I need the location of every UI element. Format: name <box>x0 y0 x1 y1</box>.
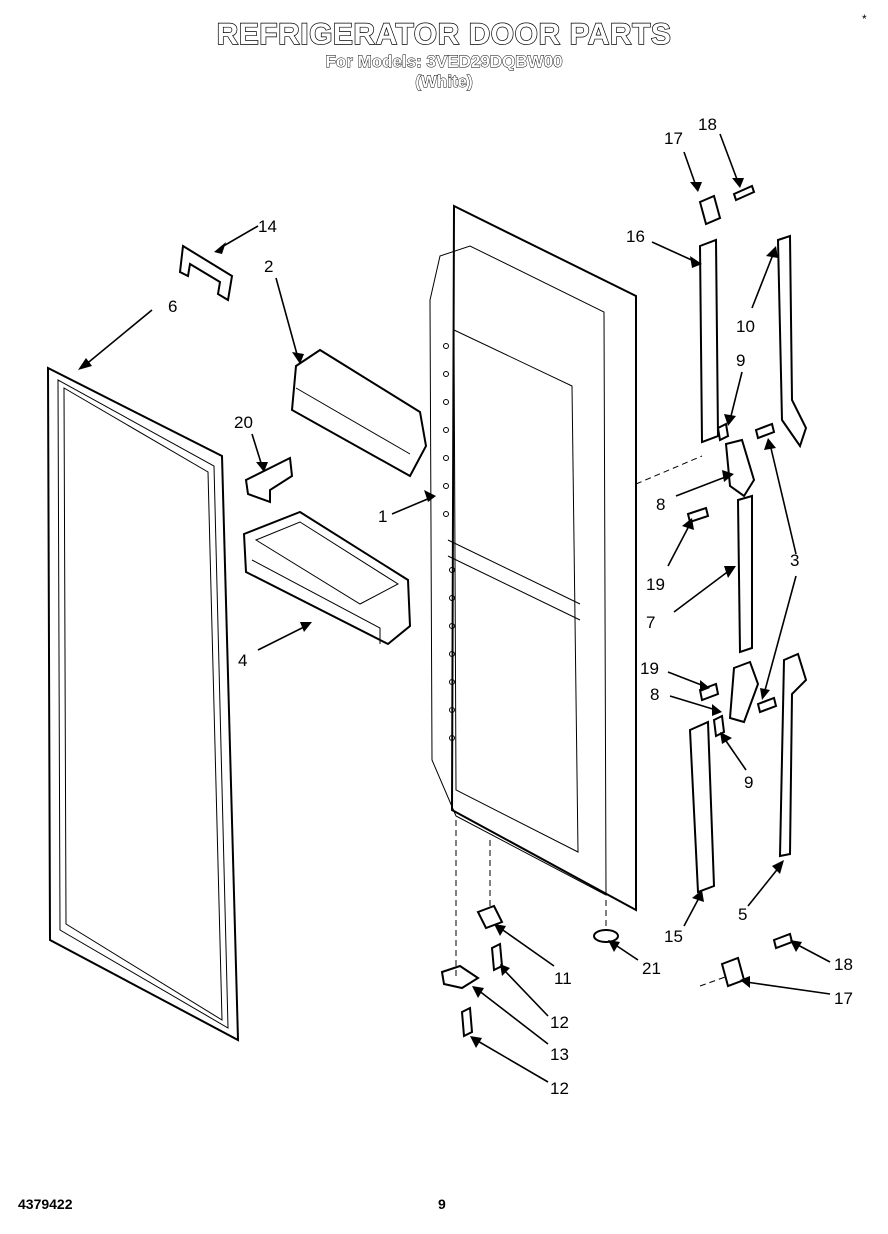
callout-11: 11 <box>554 969 572 988</box>
callout-12b: 12 <box>550 1079 569 1098</box>
part-4-door-bin <box>242 510 412 646</box>
callout-8a: 8 <box>656 495 665 514</box>
part-21-door-stop <box>593 929 619 943</box>
part-9-lower-pin <box>712 714 726 738</box>
callout-9a: 9 <box>736 351 745 370</box>
part-6-door-gasket <box>46 366 240 1042</box>
leader-lines <box>78 133 831 1083</box>
page-title: REFRIGERATOR DOOR PARTS <box>216 17 672 51</box>
callout-2: 2 <box>264 257 273 276</box>
callout-16: 16 <box>626 227 645 246</box>
callout-4: 4 <box>238 651 247 670</box>
part-12-lower-screw <box>460 1006 474 1038</box>
callout-17b: 17 <box>834 989 853 1008</box>
part-9-upper-pin <box>716 422 730 442</box>
callout-8b: 8 <box>650 685 659 704</box>
callout-19b: 19 <box>640 659 659 678</box>
part-19-lower-screw <box>698 682 720 702</box>
page-number: 9 <box>438 1196 446 1212</box>
callout-17a: 17 <box>664 129 683 148</box>
part-8-upper-handle-bracket <box>724 438 756 498</box>
part-18-lower-screw <box>772 932 794 950</box>
corner-mark: * <box>862 12 867 26</box>
part-11-hinge-bracket <box>476 904 504 930</box>
part-8-lower-handle-bracket <box>728 660 760 724</box>
callout-20: 20 <box>234 413 253 432</box>
callout-19a: 19 <box>646 575 665 594</box>
callout-3: 3 <box>790 551 799 570</box>
part-17-upper-end-cap <box>698 194 722 226</box>
part-3-upper-screw <box>754 422 776 440</box>
part-20-bracket <box>244 456 294 504</box>
part-18-upper-screw <box>732 184 756 202</box>
alignment-lines <box>455 455 729 987</box>
callout-12a: 12 <box>550 1013 569 1032</box>
callout-15: 15 <box>664 927 683 946</box>
callout-6: 6 <box>168 297 177 316</box>
part-2-dairy-door <box>290 348 428 478</box>
part-15-lower-handle-cover <box>688 720 716 894</box>
part-7-handle-trim <box>736 494 753 654</box>
part-17-lower-end-cap <box>720 956 746 988</box>
part-5-handle <box>778 652 808 858</box>
part-13-hinge <box>440 964 480 990</box>
callout-7: 7 <box>646 613 655 632</box>
callout-10: 10 <box>736 317 755 336</box>
callout-labels: 1 2 3 4 5 6 7 8 8 9 9 10 11 12 12 13 14 … <box>168 115 853 1098</box>
part-19-upper-screw <box>686 506 710 524</box>
callout-14: 14 <box>258 217 277 236</box>
callout-9b: 9 <box>744 773 753 792</box>
part-1-door-liner <box>429 204 637 912</box>
color-line: (White) <box>415 72 473 92</box>
part-3-lower-screw <box>756 696 778 714</box>
part-14-clip <box>178 244 234 302</box>
callout-1: 1 <box>378 507 387 526</box>
part-10-handle <box>776 234 808 449</box>
model-line: For Models: 3VED29DQBW00 <box>325 52 563 72</box>
shelf-holes <box>443 343 455 741</box>
callout-5: 5 <box>738 905 747 924</box>
callout-21: 21 <box>642 959 661 978</box>
callout-18a: 18 <box>698 115 717 134</box>
part-16-upper-handle-cover <box>698 238 720 444</box>
document-number: 4379422 <box>18 1196 73 1212</box>
callout-18b: 18 <box>834 955 853 974</box>
callout-13: 13 <box>550 1045 569 1064</box>
